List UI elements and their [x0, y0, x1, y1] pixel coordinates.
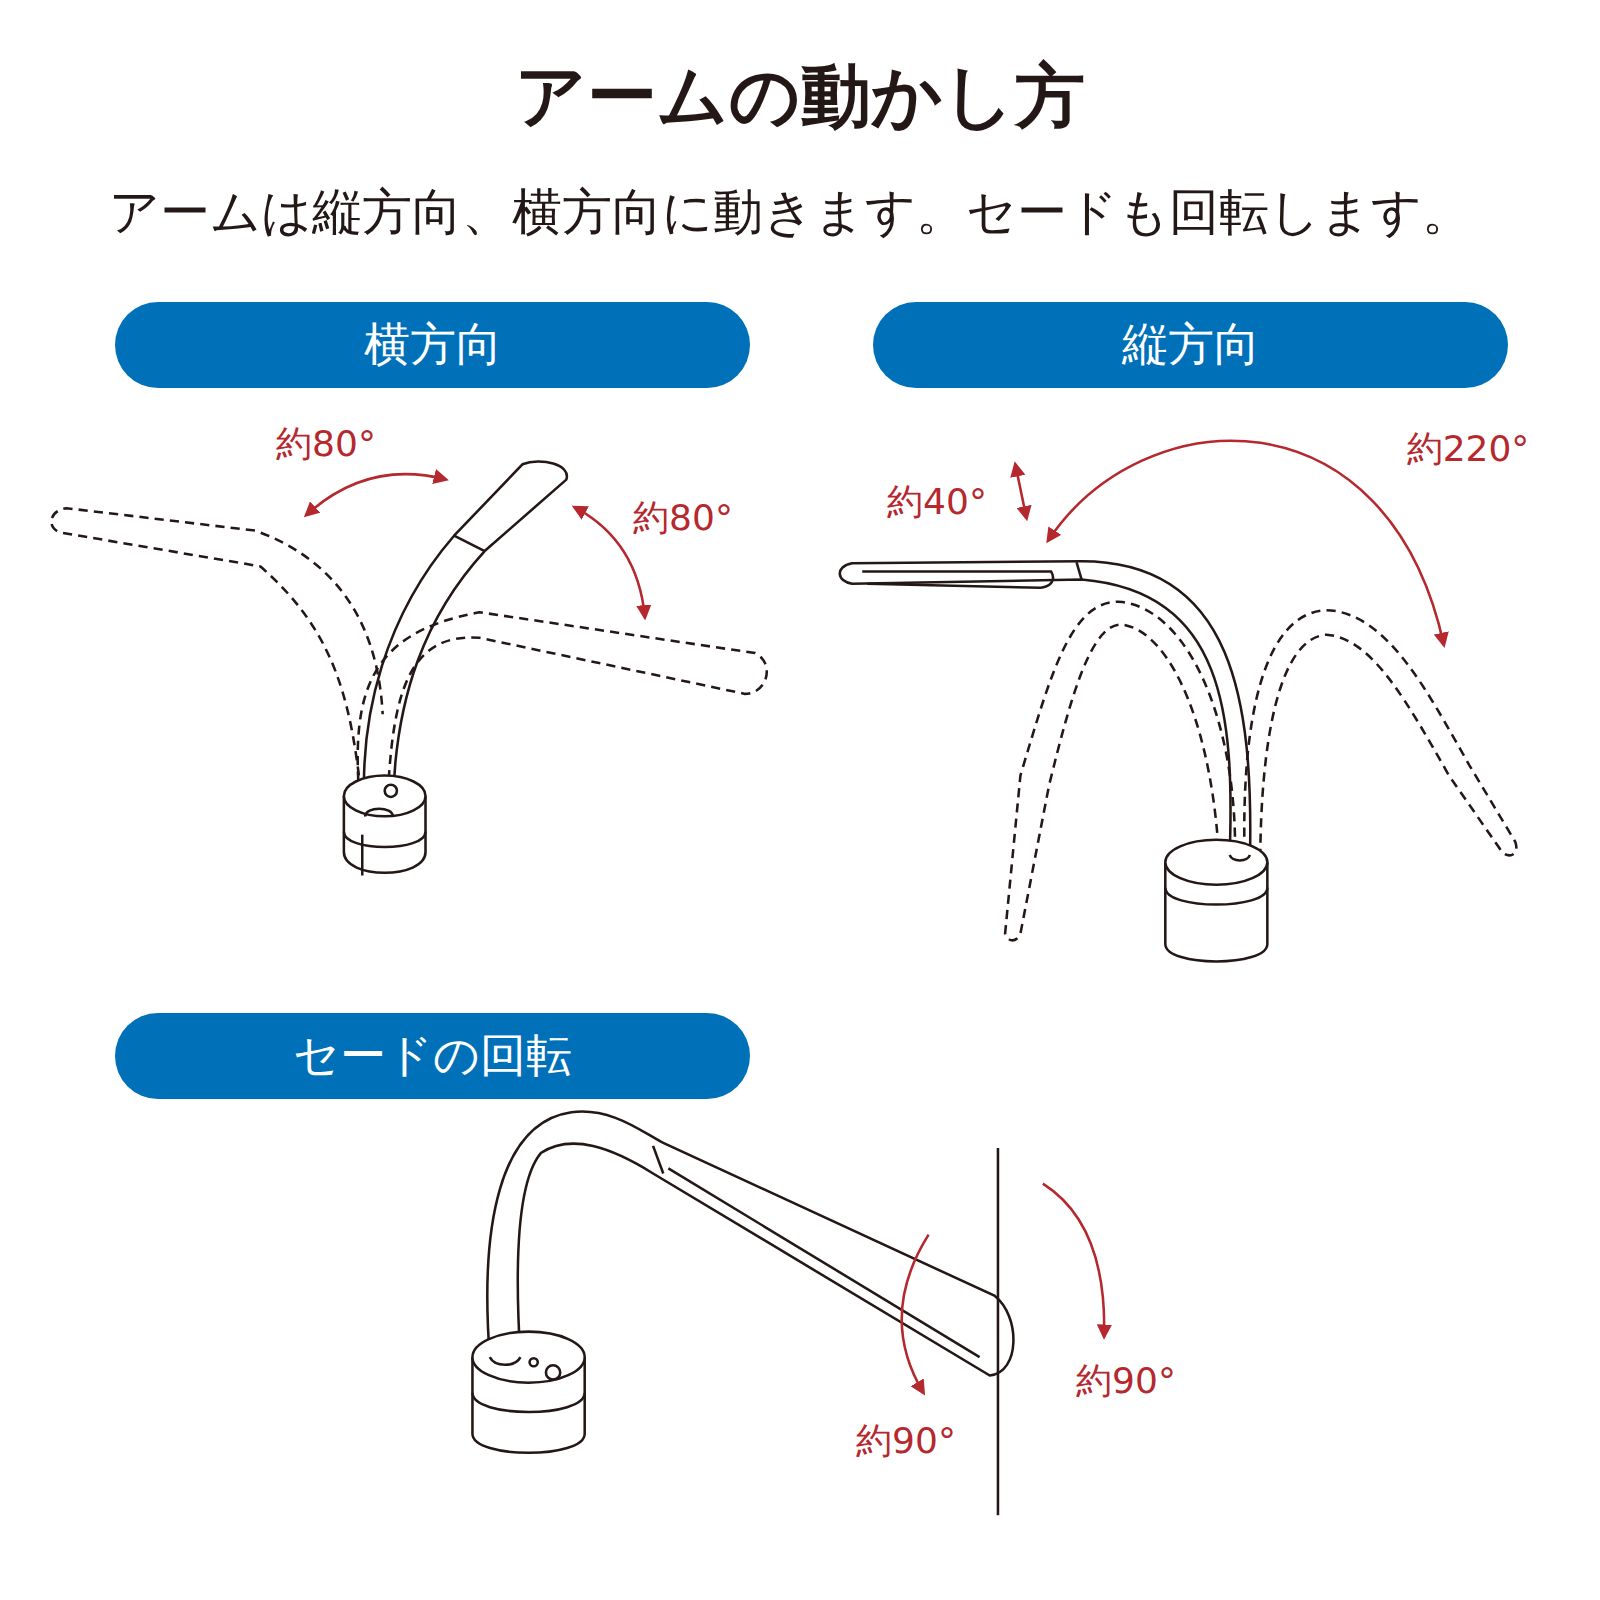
- band-text: セードの回転: [293, 1025, 572, 1087]
- angle-label: 約220°: [1407, 425, 1530, 474]
- heading-band: 横方向: [115, 302, 750, 388]
- angle-label: 約90°: [856, 1417, 956, 1466]
- band-text: 横方向: [364, 314, 502, 376]
- angle-label: 約90°: [1076, 1357, 1176, 1406]
- band-text: 縦方向: [1122, 314, 1260, 376]
- angle-label: 約80°: [276, 420, 376, 469]
- heading-band: 縦方向: [873, 302, 1508, 388]
- angle-label: 約40°: [887, 478, 987, 527]
- subtitle-text: アームは縦方向、横方向に動きます。セードも回転します。: [109, 179, 1472, 246]
- angle-label: 約80°: [633, 494, 733, 543]
- page-title: アームの動かし方: [515, 50, 1085, 144]
- heading-band: セードの回転: [115, 1013, 750, 1099]
